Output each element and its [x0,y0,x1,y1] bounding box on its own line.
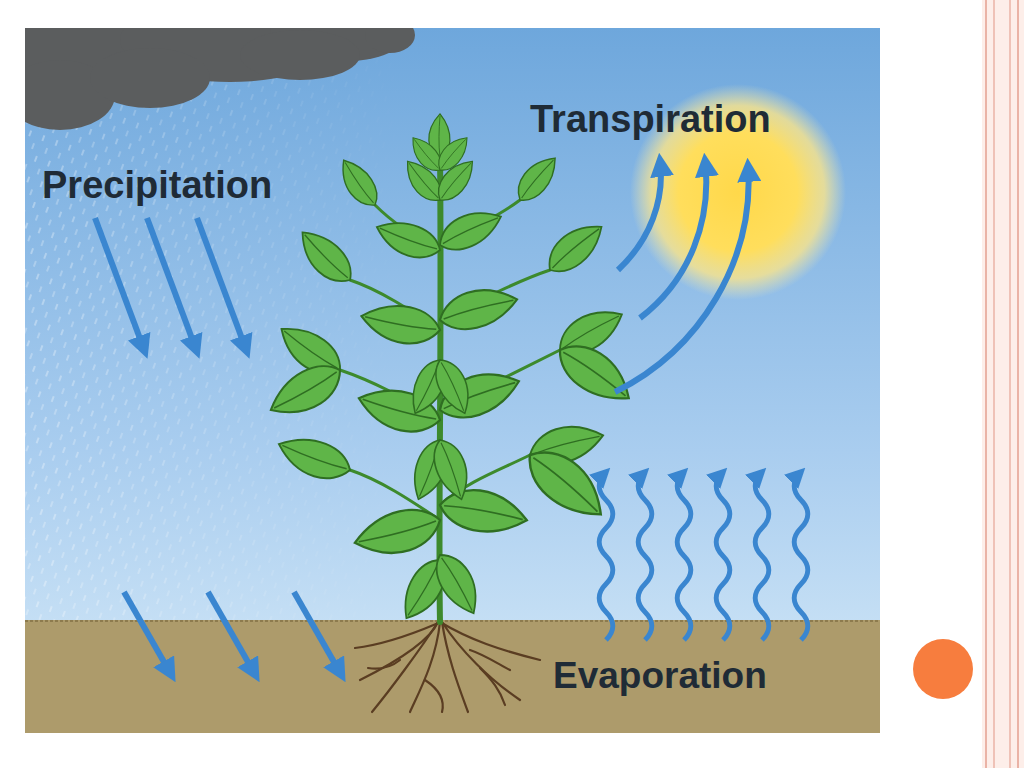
evaporation-arrow [794,472,808,640]
border-line [1017,0,1019,768]
evaporation-arrow [638,472,652,640]
border-line [985,0,987,768]
evaporation-arrow [599,472,613,640]
picture-panel [25,28,880,733]
slide-border [982,0,1024,768]
evaporation-label: Evaporation [553,657,767,694]
cloud [25,28,415,130]
evaporation-arrow [755,472,769,640]
border-line [993,0,995,768]
leaves [262,114,640,627]
evaporation-arrows [599,472,808,640]
transpiration-label: Transpiration [530,100,771,138]
evaporation-arrow [677,472,691,640]
slide-dot [913,639,973,699]
sky [25,28,880,733]
ground [25,620,880,733]
precipitation-label: Precipitation [42,166,272,204]
border-line [1009,0,1011,768]
ground-edge [25,620,880,622]
evaporation-arrow [716,472,730,640]
roots [355,622,540,712]
stem [340,150,560,622]
precipitation-arrows [95,218,342,676]
transpiration-arrows [615,160,749,392]
